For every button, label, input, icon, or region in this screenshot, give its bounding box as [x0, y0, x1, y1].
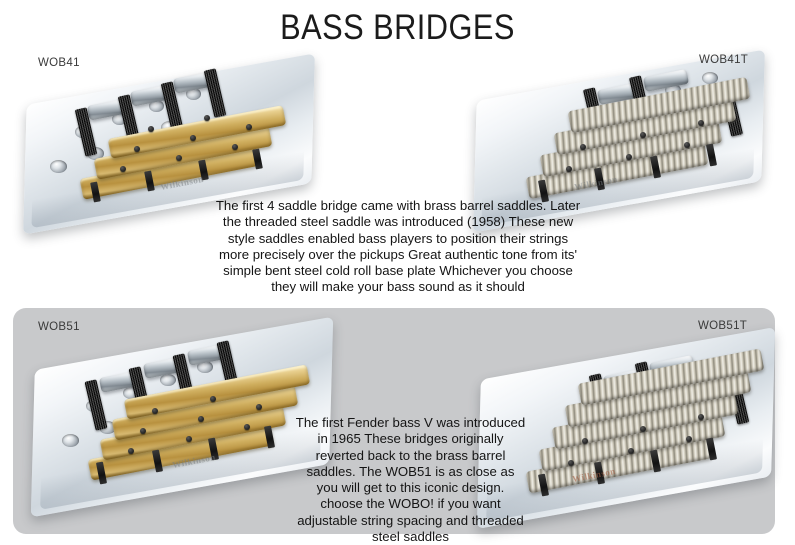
bridge-image-wob51: Wilkinson: [30, 316, 334, 518]
part-label-wob41t: WOB41T: [699, 54, 749, 66]
saddle-screw: [128, 448, 134, 454]
saddle-screw: [640, 132, 646, 138]
bridge-image-wob41t: Wilkinson: [473, 49, 765, 233]
saddle-screw: [246, 124, 252, 130]
saddle-screw: [232, 144, 238, 150]
saddle-screw: [204, 115, 210, 121]
saddle-screw: [244, 424, 250, 430]
saddle-screw: [640, 426, 646, 432]
description-top: The first 4 saddle bridge came with bras…: [215, 198, 581, 295]
saddle-screw: [140, 428, 146, 434]
saddle-screw: [580, 144, 586, 150]
saddle-screw: [582, 438, 588, 444]
saddle-screw: [198, 416, 204, 422]
saddle-screw: [176, 155, 182, 161]
saddle-screw: [190, 135, 196, 141]
string-hole: [702, 72, 718, 84]
saddle-screw: [210, 396, 216, 402]
saddle-screw: [148, 126, 154, 132]
saddle-screw: [626, 154, 632, 160]
saddle-screw: [566, 166, 572, 172]
saddle-screw: [686, 436, 692, 442]
part-label-wob51: WOB51: [38, 321, 80, 333]
saddle-screw: [256, 404, 262, 410]
string-hole: [197, 361, 213, 373]
saddle-screw: [628, 448, 634, 454]
string-hole: [160, 374, 176, 386]
saddle-screw: [698, 414, 704, 420]
string-hole: [62, 434, 79, 447]
saddle-screw: [698, 120, 704, 126]
saddle-screw: [120, 166, 126, 172]
bridge-image-wob41: Wilkinson: [23, 53, 315, 235]
string-hole: [149, 100, 164, 112]
saddle-screw: [152, 408, 158, 414]
bridge-image-wob51t: Wilkinson: [476, 327, 776, 529]
saddle-screw: [186, 436, 192, 442]
part-label-wob51t: WOB51T: [698, 320, 748, 332]
page-title: BASS BRIDGES: [280, 8, 515, 47]
saddle-screw: [134, 146, 140, 152]
saddle-screw: [568, 460, 574, 466]
description-bottom: The first Fender bass V was introduced i…: [295, 415, 526, 545]
part-label-wob41: WOB41: [38, 57, 80, 69]
string-hole: [186, 88, 201, 100]
string-hole: [50, 160, 67, 173]
saddle-screw: [684, 142, 690, 148]
